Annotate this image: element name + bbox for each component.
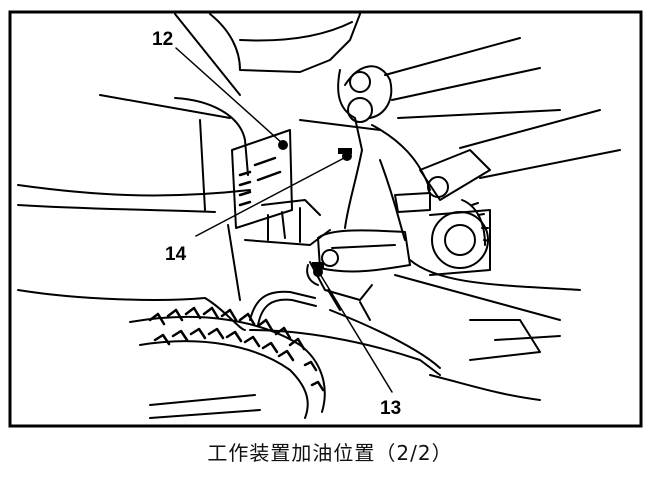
callout-12: 12	[152, 29, 173, 50]
grease-point-12	[278, 140, 288, 150]
leader-14	[195, 156, 347, 237]
figure-frame	[8, 10, 643, 428]
track-links	[148, 306, 325, 392]
figure-caption: 工作装置加油位置（2/2）	[207, 441, 453, 465]
callout-14: 14	[165, 244, 187, 265]
grease-point-13	[313, 267, 323, 277]
line-art	[17, 13, 621, 419]
leader-13	[319, 273, 393, 393]
leader-12	[175, 47, 283, 144]
callout-13: 13	[380, 398, 401, 419]
grease-fittings	[278, 140, 352, 277]
vent-slots	[238, 156, 282, 207]
